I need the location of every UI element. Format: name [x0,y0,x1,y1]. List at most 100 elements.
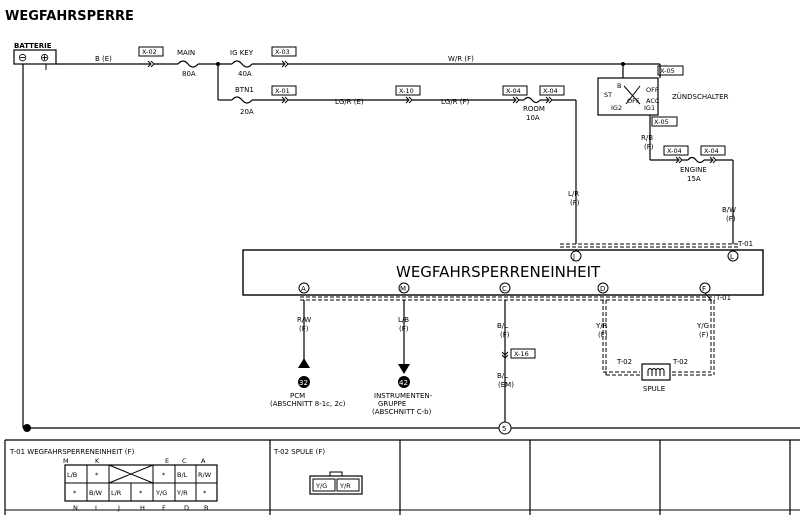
wire-label-y-r: Y/R [595,322,608,330]
t01-cell-e: * [162,471,166,479]
t01-pin-n: N [73,504,78,512]
wire-label-w-r-f: W/R (F) [448,55,474,63]
t01-connector-face: M K E C A L/B * * B/L R/W * B/W L/R * Y/… [63,457,218,512]
unit-pin-m: M [400,285,406,293]
connector-x04-room-a: X-04 [506,87,521,95]
diagram-title: WEGFAHRSPERRE [5,9,134,24]
wire-label-r-w-loc: (F) [299,325,309,333]
fuse-btn1-rating: 20A [240,108,254,116]
connector-x04-engine-b: X-04 [704,147,719,155]
t01-cell-h: * [139,489,143,497]
wire-label-b-l-f: B/L [497,322,508,330]
unit-label: WEGFAHRSPERRENEINHEIT [396,263,601,281]
fuse-room-rating: 10A [526,114,540,122]
fuse-igkey-rating: 40A [238,70,252,78]
t01-pin-l: L [95,504,99,512]
t01-pin-a: A [201,457,206,465]
coil-label: SPULE [643,385,665,393]
t01-cell-b: * [203,489,207,497]
connector-x03: X-03 [275,48,290,56]
fuse-btn1-icon [231,96,253,104]
switch-acc: ACC [646,97,660,105]
connector-t01-top: T-01 [737,240,753,248]
main-power-line: B (E) X-02 MAIN 80A IG KEY 40A X-03 W/R … [56,46,661,78]
t01-pin-f: F [162,504,166,512]
wire-label-lg-r-f: LG/R (F) [441,98,470,106]
instrument-wire: L/B (F) 42 INSTRUMENTEN- GRUPPE (ABSCHNI… [372,300,433,416]
wire-label-l-r: L/R [568,190,579,198]
ignition-switch: X-05 ST IG2 OFF IG1 ACC OFF B ZÜNDSCHALT… [597,65,736,244]
wire-label-b-w-loc: (F) [726,215,736,223]
ref-32: 32 [299,379,308,387]
t02-connector-face: Y/G Y/R [309,471,363,495]
connector-t02-right: T-02 [672,358,688,366]
t01-pin-h: H [140,504,145,512]
fuse-igkey-name: IG KEY [230,49,254,57]
t01-pin-b: B [204,504,208,512]
fuse-room-icon [523,96,541,104]
arrow-up-icon [298,358,310,368]
coil-circuit: Y/R (F) T-02 SPULE T-02 Y/G (F) [595,292,715,393]
unit-pin-f: F [702,285,706,293]
wire-label-b-e: B (E) [95,55,112,63]
switch-off-left: OFF [627,97,640,105]
ref-42: 42 [399,379,408,387]
t01-cell-n: * [73,489,77,497]
unit-pin-j-label: J [572,253,575,261]
unit-pin-d: D [600,285,605,293]
fuse-engine-icon [687,156,705,164]
t01-pin-m: M [63,457,69,465]
battery-pos-icon: ⊕ [40,51,49,64]
wire-label-r-b-loc: (F) [644,143,654,151]
fuse-main-rating: 80A [182,70,196,78]
t01-pin-k: K [95,457,100,465]
wire-label-l-b-loc: (F) [399,325,409,333]
arrow-down-icon [398,364,410,374]
connector-x02: X-02 [142,48,157,56]
t01-pin-j: J [117,504,120,512]
battery: BATTERIE ⊖ ⊕ [13,42,57,70]
fuse-engine-rating: 15A [687,175,701,183]
t01-cell-l: B/W [89,489,103,497]
instr-label-1: INSTRUMENTEN- [374,392,433,400]
connector-x10: X-10 [399,87,414,95]
fuse-room-name: ROOM [523,105,545,113]
t01-cell-k: * [95,471,99,479]
t01-pin-e: E [165,457,169,465]
t02-cell-1: Y/G [315,482,327,490]
t01-cell-f: Y/G [155,489,167,497]
switch-ig1: IG1 [644,104,655,112]
connector-x16: X-16 [514,350,529,358]
wire-label-b-l-f-loc: (F) [500,331,510,339]
connector-x05-bottom: X-05 [654,118,669,126]
pcm-section: (ABSCHNITT 8-1c, 2c) [270,400,346,408]
t01-cell-m: L/B [67,471,77,479]
ignition-switch-label: ZÜNDSCHALTER [672,92,729,101]
fuse-engine-name: ENGINE [680,166,707,174]
wire-label-b-l-em-loc: (EM) [498,381,514,389]
t01-cell-j: L/R [111,489,122,497]
t01-pin-d: D [184,504,189,512]
connector-panels: T-01 WEGFAHRSPERRENEINHEIT (F) T-02 SPUL… [4,439,800,515]
unit-pin-c: C [502,285,507,293]
panel-t01-title: T-01 WEGFAHRSPERRENEINHEIT (F) [9,448,135,456]
switch-ig2: IG2 [611,104,622,112]
ground-return-wire: B/L (F) X-16 B/L (EM) 5 [497,300,536,435]
btn1-branch: BTN1 20A X-01 LG/R (E) X-10 LG/R (F) X-0… [216,62,580,244]
t02-cell-2: Y/R [339,482,351,490]
t01-pin-c: C [182,457,187,465]
panel-t02-title: T-02 SPULE (F) [273,448,325,456]
wire-label-lg-r-e: LG/R (E) [335,98,364,106]
unit-pin-a: A [301,285,306,293]
fuse-main-name: MAIN [177,49,195,57]
switch-b: B [617,82,621,90]
unit-pin-l-label: L [730,253,734,261]
fuse-igkey-icon [231,60,253,68]
battery-label: BATTERIE [14,42,52,50]
connector-x05-top: X-05 [660,67,675,75]
connector-x04-engine-a: X-04 [667,147,682,155]
pcm-label: PCM [290,392,305,400]
wire-label-y-r-loc: (F) [598,331,608,339]
